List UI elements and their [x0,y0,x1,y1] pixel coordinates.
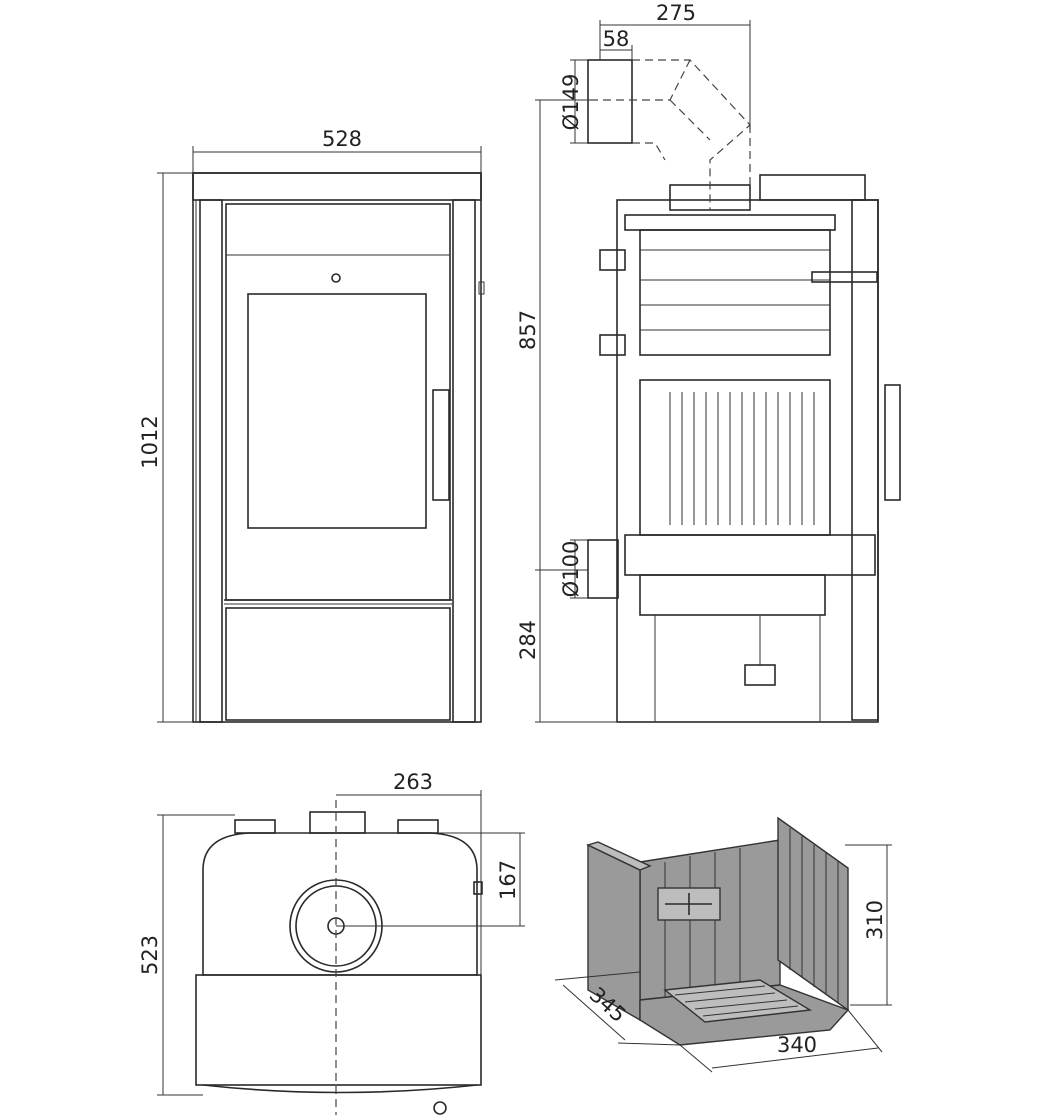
door-glass [247,293,427,529]
dimension-air-inlet-diameter-100: Ø100 [559,541,583,598]
air-inlet [587,539,619,599]
door [225,203,451,601]
rear-flue-pipe [587,59,633,144]
dimension-flue-center-x-263: 263 [393,770,433,794]
side-view: 275 58 Ø149 857 Ø100 284 [516,1,901,723]
dimension-height-1012: 1012 [138,415,162,468]
side-handle [884,384,901,501]
firebox-ribs [669,392,815,525]
dimension-flue-center-y-167: 167 [496,860,520,900]
dimension-firebox-height-310: 310 [863,900,887,940]
dimension-flue-setback-58: 58 [603,27,630,51]
dimension-flue-diameter-149: Ø149 [559,74,583,131]
dimension-firebox-width-340: 340 [777,1033,817,1057]
front-view: 528 1012 [138,127,485,723]
door-handle [432,389,450,501]
dimension-flue-height-857: 857 [516,310,540,350]
top-view: 263 167 523 [138,770,525,1115]
dimension-flue-offset-275: 275 [656,1,696,25]
grate [663,979,813,1023]
ash-drawer [225,607,451,721]
dimension-air-inlet-height-284: 284 [516,620,540,660]
dimension-width-528: 528 [322,127,362,151]
dimension-depth-523: 523 [138,935,162,975]
door-knob [331,273,341,283]
firebox-isometric-view: 310 345 340 [554,816,892,1073]
